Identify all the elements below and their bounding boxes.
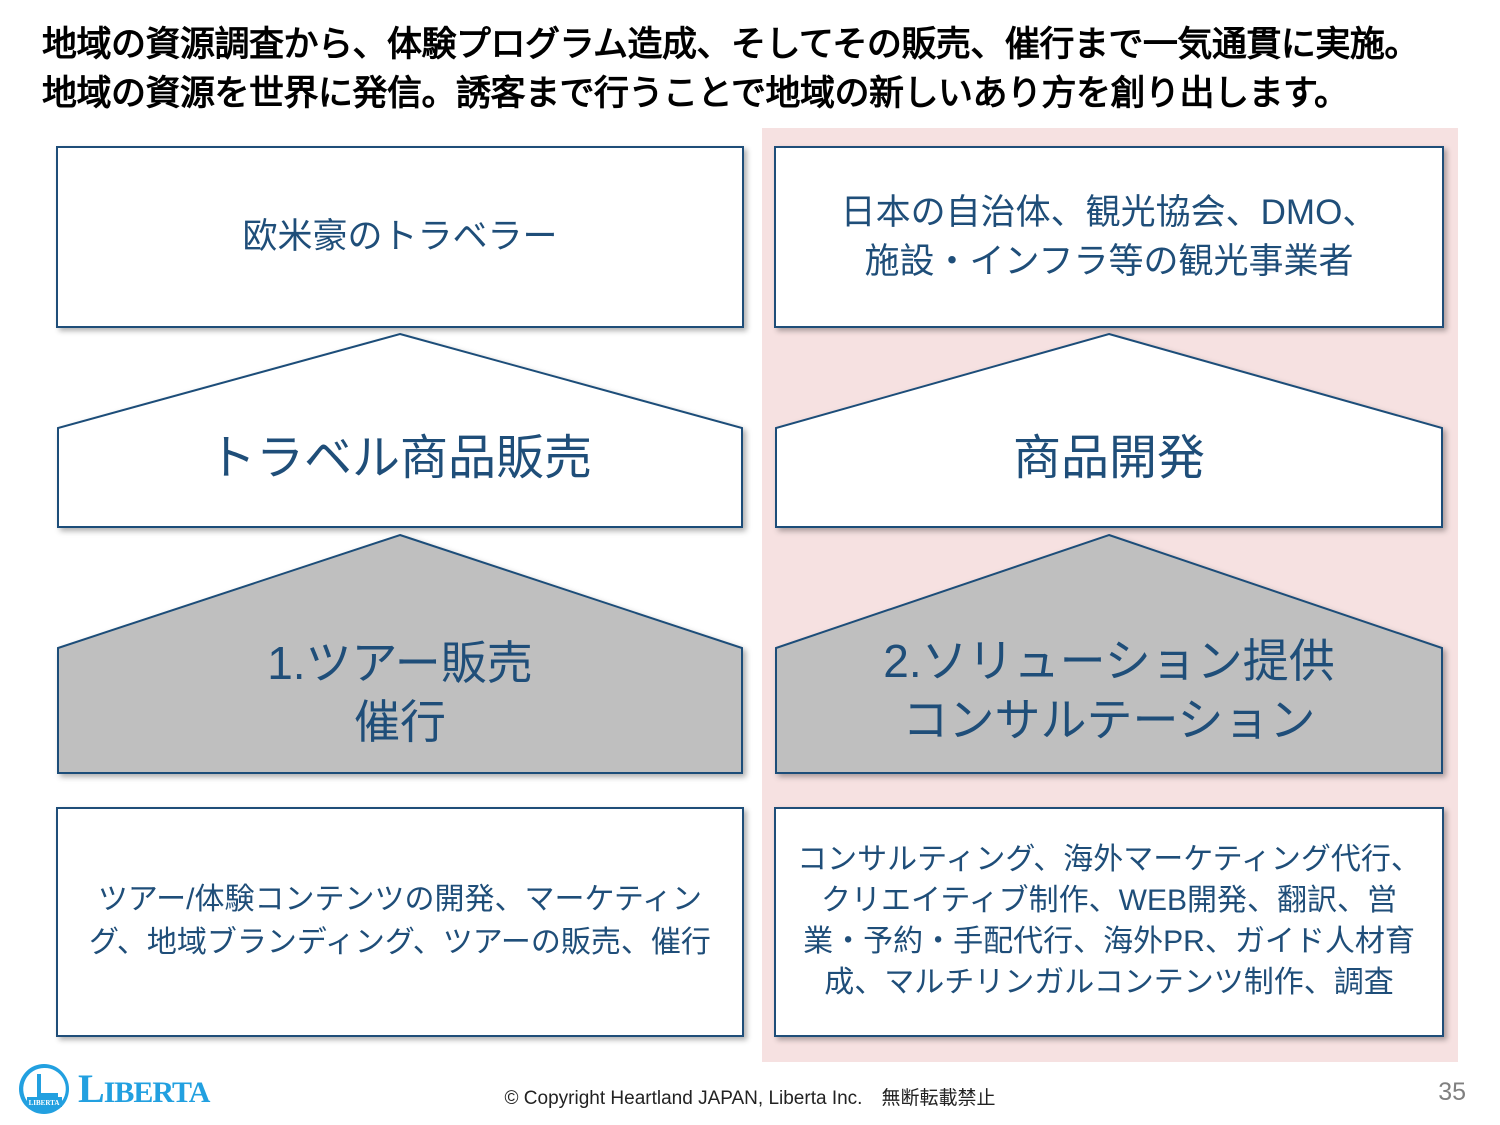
detail-text-right: コンサルティング、海外マーケティング代行、クリエイティブ制作、WEB開発、翻訳、… bbox=[797, 843, 1421, 999]
liberta-wordmark-rest: IBERTA bbox=[103, 1076, 211, 1109]
stage-pentagon-left: トラベル商品販売 bbox=[56, 332, 744, 529]
audience-label-left: 欧米豪のトラベラー bbox=[242, 217, 558, 257]
stage-pentagon-right: 商品開発 bbox=[774, 332, 1444, 529]
pentagon-shape-white-left bbox=[57, 332, 743, 528]
liberta-wordmark-initial: L bbox=[78, 1066, 105, 1111]
audience-box-left: 欧米豪のトラベラー bbox=[56, 146, 744, 328]
liberta-logo-mark-icon: LIBERTA bbox=[19, 1064, 69, 1114]
pentagon-shape-white-right bbox=[775, 332, 1443, 528]
liberta-logo: LIBERTA LIBERTA bbox=[18, 1062, 268, 1116]
slide-headline: 地域の資源調査から、体験プログラム造成、そしてその販売、催行まで一気通貫に実施。… bbox=[42, 25, 1419, 113]
detail-box-right: コンサルティング、海外マーケティング代行、クリエイティブ制作、WEB開発、翻訳、… bbox=[774, 807, 1444, 1037]
page-number: 35 bbox=[1438, 1078, 1466, 1106]
liberta-logo-mark-text: LIBERTA bbox=[29, 1099, 60, 1107]
offering-pentagon-right: 2.ソリューション提供 コンサルテーション bbox=[774, 533, 1444, 775]
offering-pentagon-left: 1.ツアー販売 催行 bbox=[56, 533, 744, 775]
detail-text-left: ツアー/体験コンテンツの開発、マーケティング、地域ブランディング、ツアーの販売、… bbox=[89, 883, 711, 959]
pentagon-shape-gray-left bbox=[57, 533, 743, 774]
detail-box-left: ツアー/体験コンテンツの開発、マーケティング、地域ブランディング、ツアーの販売、… bbox=[56, 807, 744, 1037]
liberta-logo-wordmark: LIBERTA bbox=[78, 1066, 211, 1111]
audience-box-right: 日本の自治体、観光協会、DMO、 施設・インフラ等の観光事業者 bbox=[774, 146, 1444, 328]
audience-label-right: 日本の自治体、観光協会、DMO、 施設・インフラ等の観光事業者 bbox=[840, 193, 1378, 281]
pentagon-shape-gray-right bbox=[775, 533, 1443, 774]
copyright-notice: © Copyright Heartland JAPAN, Liberta Inc… bbox=[504, 1088, 996, 1109]
